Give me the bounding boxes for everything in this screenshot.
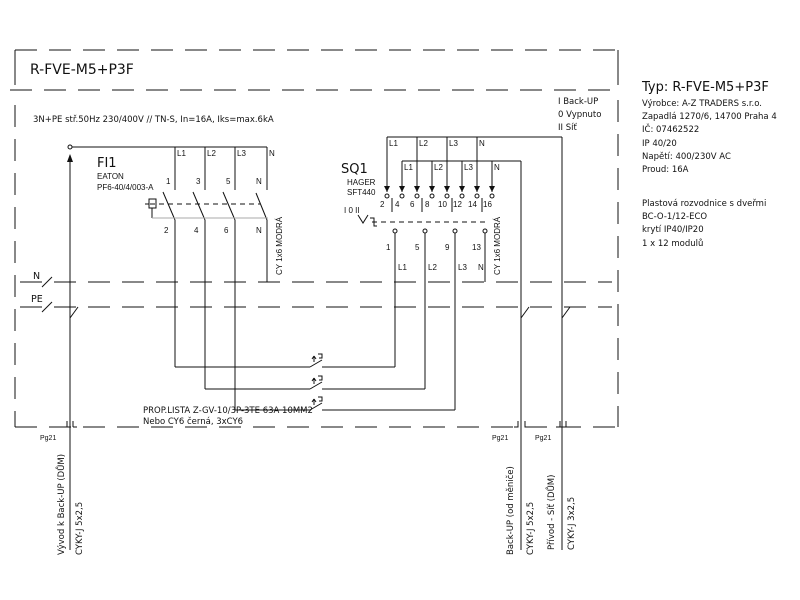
sq1-t12: 12 [453,200,462,209]
sq1-top-a-l2: L2 [419,139,428,148]
supply-spec: 3N+PE stř.50Hz 230/400V // TN-S, In=16A,… [33,115,274,125]
fi1-label-l3: L3 [237,149,246,158]
sq1-t10: 10 [438,200,447,209]
gland-grid: Pg21 [535,435,551,442]
cable-output-type: CYKY-J 5x2,5 [75,502,85,555]
busbar-alt: Nebo CY6 černá, 3xCY6 [143,416,243,427]
mode-backup: I Back-UP [558,97,598,107]
sq1-cable-label: CY 1x6 MODRÁ [493,216,502,275]
sq1-top-a-l3: L3 [449,139,458,148]
switch-positions: I 0 II [344,206,360,215]
mode-off: 0 Vypnuto [558,110,601,120]
breaker-id: FI1 [97,156,117,171]
fi1-in-1: 1 [166,177,171,186]
mode-grid: II Síť [558,123,577,133]
info-ip: IP 40/20 [642,139,677,149]
bus-n-label: N [33,271,40,282]
cable-output-name: Vývod k Back-UP (DŮM) [55,454,67,555]
info-maker: Výrobce: A-Z TRADERS s.r.o. [642,99,762,109]
busbar-spec: PROP.LISTA Z-GV-10/3P-3TE 63A 10MM2 [143,406,313,416]
gland-backup: Pg21 [492,435,508,442]
sq1-out-5: 5 [415,243,420,252]
fi1-out-4: 4 [194,226,199,235]
switch-model: SFT440 [347,188,376,197]
sq1-top-b-l2: L2 [434,163,443,172]
cable-backup-name: Back-UP (od měniče) [505,466,516,555]
sq1-top-a-l1: L1 [389,139,398,148]
cable-grid-name: Přívod - Síť (DŮM) [545,475,557,550]
switch-id: SQ1 [341,162,368,177]
sq1-wiring [357,136,563,550]
n-pe-buses [20,154,612,550]
sq1-t8: 8 [425,200,430,209]
sq1-t2: 2 [380,200,385,209]
fi1-in-3: 3 [196,177,201,186]
sq1-t14: 14 [468,200,477,209]
cable-grid-type: CYKY-J 3x2,5 [567,497,577,550]
busbar-link-symbols [309,353,323,411]
info-enclosure-1: BC-O-1/12-ECO [642,212,707,222]
fi1-in-5: 5 [226,177,231,186]
gland-left: Pg21 [40,435,56,442]
board-title: R-FVE-M5+P3F [30,62,134,78]
info-enclosure-2: krytí IP40/IP20 [642,225,704,235]
enclosure-frame [10,49,620,428]
sq1-out-l1: L1 [398,263,407,272]
sq1-t6: 6 [410,200,415,209]
breaker-maker: EATON [97,172,124,181]
info-voltage: Napětí: 400/230V AC [642,152,731,162]
fi1-out-n: N [256,226,262,235]
sq1-out-9: 9 [445,243,450,252]
sq1-top-b-n: N [494,163,500,172]
sq1-top-a-n: N [479,139,485,148]
sq1-top-b-l1: L1 [404,163,413,172]
sq1-out-13: 13 [472,243,481,252]
fi1-out-2: 2 [164,226,169,235]
info-enclosure-3: 1 x 12 modulů [642,238,703,249]
sq1-out-l3: L3 [458,263,467,272]
fi1-label-n: N [269,149,275,158]
info-type: Typ: R-FVE-M5+P3F [641,80,769,95]
bus-pe-label: PE [31,294,43,305]
fi1-in-n: N [256,177,262,186]
info-ico: IČ: 07462522 [642,123,699,135]
fi1-cable-label: CY 1x6 MODRÁ [275,216,284,275]
sq1-t16: 16 [483,200,492,209]
sq1-out-n: N [478,263,484,272]
fi1-out-6: 6 [224,226,229,235]
sq1-out-l2: L2 [428,263,437,272]
sq1-out-1: 1 [386,243,391,252]
info-address: Zapadlá 1270/6, 14700 Praha 4 [642,112,777,122]
sq1-top-b-l3: L3 [464,163,473,172]
fi1-wiring [67,144,455,411]
info-enclosure-0: Plastová rozvodnice s dveřmi [642,199,766,209]
info-current: Proud: 16A [642,165,689,175]
switch-maker: HAGER [347,178,376,187]
fi1-label-l1: L1 [177,149,186,158]
sq1-t4: 4 [395,200,400,209]
breaker-model: PF6-40/4/003-A [97,183,154,192]
cable-backup-type: CYKY-J 5x2,5 [526,502,536,555]
fi1-label-l2: L2 [207,149,216,158]
